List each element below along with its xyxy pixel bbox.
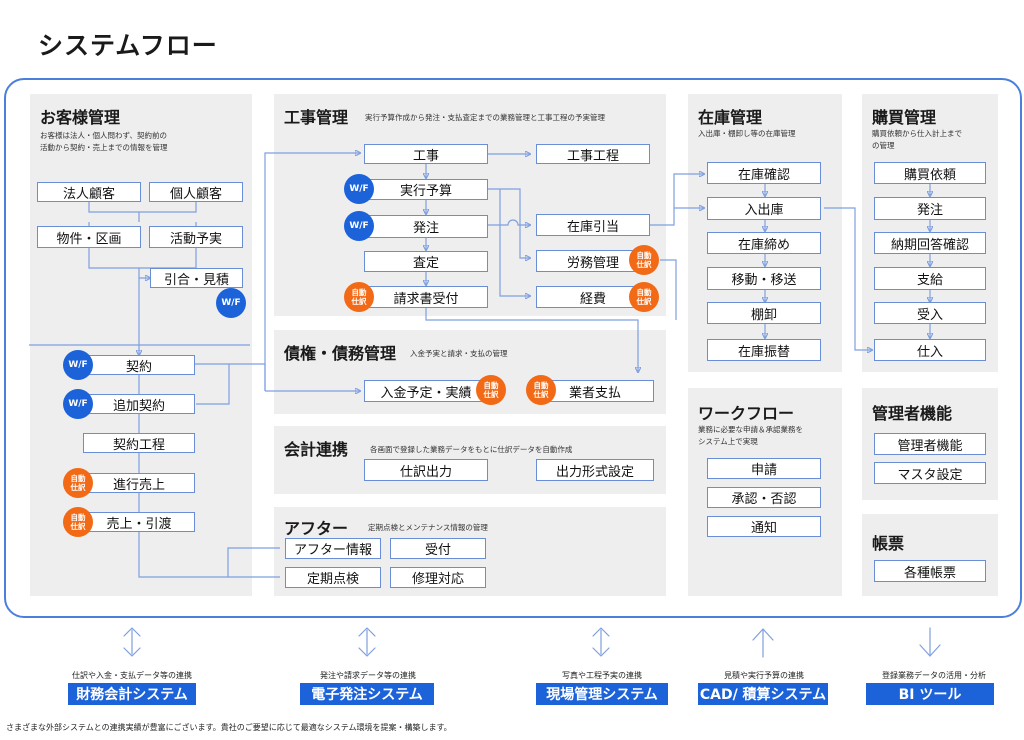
wf-badge: W/F bbox=[216, 288, 246, 318]
inventory-allocation-box[interactable]: 在庫引当 bbox=[536, 214, 650, 236]
execution-budget-box[interactable]: 実行予算 bbox=[364, 179, 488, 200]
master-settings-box[interactable]: マスタ設定 bbox=[874, 462, 986, 484]
wf-badge: W/F bbox=[63, 389, 93, 419]
expenses-box[interactable]: 経費 bbox=[536, 286, 650, 308]
workflow-desc-1: 業務に必要な申請＆承認業務を bbox=[698, 425, 803, 434]
auto-journal-badge: 自動 仕訳 bbox=[476, 375, 506, 405]
purchase-request-box[interactable]: 購買依頼 bbox=[874, 162, 986, 184]
admin-title: 管理者機能 bbox=[872, 404, 953, 423]
electronic-order-system[interactable]: 電子発注システム bbox=[300, 683, 434, 705]
stock-replacement-box[interactable]: 在庫振替 bbox=[707, 339, 821, 361]
inventory-desc: 入出庫・棚卸し等の在庫管理 bbox=[698, 129, 796, 138]
customer-desc-1: お客様は法人・個人問わず、契約前の bbox=[40, 131, 167, 140]
stock-check-box[interactable]: 在庫確認 bbox=[707, 162, 821, 184]
reception-box[interactable]: 受付 bbox=[390, 538, 486, 559]
journal-output-box[interactable]: 仕訳出力 bbox=[364, 459, 488, 481]
construction-schedule-box[interactable]: 工事工程 bbox=[536, 144, 650, 164]
wf-badge: W/F bbox=[63, 350, 93, 380]
financial-accounting-system[interactable]: 財務会計システム bbox=[68, 683, 196, 705]
stock-closing-box[interactable]: 在庫締め bbox=[707, 232, 821, 254]
inventory-title: 在庫管理 bbox=[698, 108, 763, 127]
page-title: システムフロー bbox=[38, 31, 218, 60]
auto-journal-badge: 自動 仕訳 bbox=[344, 282, 374, 312]
wf-badge: W/F bbox=[344, 174, 374, 204]
external-label-cad: 見積や実行予算の連携 bbox=[724, 671, 804, 680]
after-info-box[interactable]: アフター情報 bbox=[285, 538, 381, 559]
repair-box[interactable]: 修理対応 bbox=[390, 567, 486, 588]
payment-plan-box[interactable]: 入金予定・実績 bbox=[364, 380, 488, 402]
customer-desc-2: 活動から契約・売上までの情報を管理 bbox=[40, 143, 168, 152]
external-label-e-order: 発注や請求データ等の連携 bbox=[320, 671, 416, 680]
admin-function-box[interactable]: 管理者機能 bbox=[874, 433, 986, 455]
stocking-box[interactable]: 仕入 bbox=[874, 339, 986, 361]
corporate-customer-box[interactable]: 法人顧客 bbox=[37, 182, 141, 202]
accounting-desc: 各画面で登録した業務データをもとに仕訳データを自動作成 bbox=[370, 445, 573, 454]
purchase-title: 購買管理 bbox=[872, 108, 937, 127]
purchase-desc-2: の管理 bbox=[872, 141, 895, 150]
receiving-box[interactable]: 受入 bbox=[874, 302, 986, 324]
property-lot-box[interactable]: 物件・区画 bbox=[37, 226, 141, 248]
after-title: アフター bbox=[284, 519, 349, 538]
invoice-receipt-box[interactable]: 請求書受付 bbox=[364, 286, 488, 308]
auto-journal-badge: 自動 仕訳 bbox=[526, 375, 556, 405]
sales-delivery-box[interactable]: 売上・引渡 bbox=[83, 512, 195, 532]
bi-tool[interactable]: BI ツール bbox=[866, 683, 994, 705]
auto-journal-badge: 自動 仕訳 bbox=[629, 245, 659, 275]
stock-transfer-box[interactable]: 移動・移送 bbox=[707, 267, 821, 290]
workflow-title: ワークフロー bbox=[698, 404, 795, 423]
purchase-desc-1: 購買依頼から仕入計上まで bbox=[872, 129, 962, 138]
order-box[interactable]: 発注 bbox=[364, 215, 488, 238]
notification-box[interactable]: 通知 bbox=[707, 516, 821, 537]
auto-journal-badge: 自動 仕訳 bbox=[63, 468, 93, 498]
credit-title: 債権・債務管理 bbox=[284, 344, 397, 363]
system-frame bbox=[4, 78, 1022, 618]
various-forms-box[interactable]: 各種帳票 bbox=[874, 560, 986, 582]
workflow-desc-2: システム上で実現 bbox=[698, 437, 758, 446]
forms-panel bbox=[862, 514, 998, 596]
forms-title: 帳票 bbox=[872, 534, 905, 553]
stocktaking-box[interactable]: 棚卸 bbox=[707, 302, 821, 324]
after-desc: 定期点検とメンテナンス情報の管理 bbox=[368, 523, 488, 532]
application-box[interactable]: 申請 bbox=[707, 458, 821, 479]
additional-contract-box[interactable]: 追加契約 bbox=[83, 394, 195, 414]
external-label-site: 写真や工程予実の連携 bbox=[562, 671, 642, 680]
construction-box[interactable]: 工事 bbox=[364, 144, 488, 164]
construction-desc: 実行予算作成から発注・支払査定までの業務管理と工事工程の予実管理 bbox=[365, 113, 605, 122]
inquiry-estimate-box[interactable]: 引合・見積 bbox=[150, 268, 243, 288]
output-format-box[interactable]: 出力形式設定 bbox=[536, 459, 654, 481]
individual-customer-box[interactable]: 個人顧客 bbox=[149, 182, 243, 202]
delivery-confirmation-box[interactable]: 納期回答確認 bbox=[874, 232, 986, 254]
site-management-system[interactable]: 現場管理システム bbox=[536, 683, 668, 705]
contract-schedule-box[interactable]: 契約工程 bbox=[83, 433, 195, 453]
periodic-inspection-box[interactable]: 定期点検 bbox=[285, 567, 381, 588]
vendor-payment-box[interactable]: 業者支払 bbox=[536, 380, 654, 402]
accounting-title: 会計連携 bbox=[284, 440, 349, 459]
external-label-accounting: 仕訳や入金・支払データ等の連携 bbox=[72, 671, 192, 680]
purchase-order-box[interactable]: 発注 bbox=[874, 197, 986, 220]
external-label-bi: 登録業務データの活用・分析 bbox=[882, 671, 986, 680]
footer-note: さまざまな外部システムとの連携実績が豊富にございます。貴社のご要望に応じて最適な… bbox=[6, 723, 452, 732]
cad-estimation-system[interactable]: CAD/ 積算システム bbox=[698, 683, 828, 705]
contract-box[interactable]: 契約 bbox=[83, 355, 195, 375]
customer-title: お客様管理 bbox=[40, 108, 121, 127]
activity-plan-box[interactable]: 活動予実 bbox=[149, 226, 243, 248]
assessment-box[interactable]: 査定 bbox=[364, 251, 488, 272]
approval-box[interactable]: 承認・否認 bbox=[707, 487, 821, 508]
auto-journal-badge: 自動 仕訳 bbox=[629, 282, 659, 312]
wf-badge: W/F bbox=[344, 211, 374, 241]
progress-sales-box[interactable]: 進行売上 bbox=[83, 473, 195, 493]
credit-desc: 入金予実と請求・支払の管理 bbox=[410, 349, 508, 358]
stock-in-out-box[interactable]: 入出庫 bbox=[707, 197, 821, 220]
construction-title: 工事管理 bbox=[284, 108, 349, 127]
supply-box[interactable]: 支給 bbox=[874, 267, 986, 290]
auto-journal-badge: 自動 仕訳 bbox=[63, 507, 93, 537]
